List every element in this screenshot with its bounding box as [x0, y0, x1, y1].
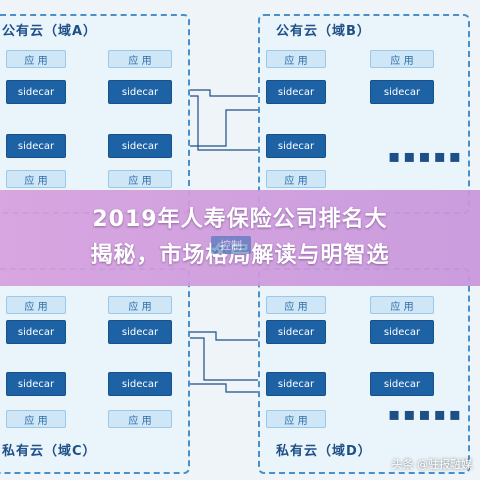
sidecar-node: sidecar: [6, 134, 66, 158]
sidecar-node: sidecar: [108, 320, 172, 344]
zone-c-title: 私有云（域C）: [2, 444, 97, 459]
app-node: 应 用: [108, 296, 172, 314]
app-node: 应 用: [266, 410, 326, 428]
more-nodes-ellipsis: ▪▪▪▪▪: [388, 146, 464, 167]
sidecar-node: sidecar: [370, 372, 434, 396]
sidecar-node: sidecar: [266, 372, 326, 396]
app-node: 应 用: [266, 170, 326, 188]
link: [172, 383, 264, 393]
headline-banner: 2019年人寿保险公司排名大 揭秘，市场格局解读与明智选: [0, 190, 480, 286]
link: [172, 109, 264, 147]
sidecar-node: sidecar: [108, 372, 172, 396]
sidecar-node: sidecar: [370, 320, 434, 344]
sidecar-node: sidecar: [266, 80, 326, 104]
control-plane-node: 控制: [211, 236, 251, 254]
sidecar-node: sidecar: [370, 80, 434, 104]
sidecar-node: sidecar: [6, 80, 66, 104]
sidecar-node: sidecar: [6, 372, 66, 396]
app-node: 应 用: [370, 50, 434, 68]
app-node: 应 用: [6, 410, 66, 428]
app-node: 应 用: [6, 170, 66, 188]
zone-b-title: 公有云（域B）: [276, 24, 371, 39]
app-node: 应 用: [108, 410, 172, 428]
link: [172, 89, 264, 97]
link: [172, 331, 264, 341]
sidecar-node: sidecar: [6, 320, 66, 344]
app-node: 应 用: [108, 50, 172, 68]
zone-d-title: 私有云（域D）: [276, 444, 372, 459]
zone-a-title: 公有云（域A）: [2, 24, 98, 39]
sidecar-node: sidecar: [266, 320, 326, 344]
more-nodes-ellipsis: ▪▪▪▪▪: [388, 404, 464, 425]
app-node: 应 用: [6, 296, 66, 314]
sidecar-node: sidecar: [108, 80, 172, 104]
app-node: 应 用: [370, 296, 434, 314]
sidecar-node: sidecar: [108, 134, 172, 158]
headline-line-1: 2019年人寿保险公司排名大: [92, 207, 388, 232]
app-node: 应 用: [108, 170, 172, 188]
sidecar-node: sidecar: [266, 134, 326, 158]
source-watermark: 头条 @驻报融媒: [391, 458, 473, 471]
app-node: 应 用: [6, 50, 66, 68]
app-node: 应 用: [266, 296, 326, 314]
app-node: 应 用: [266, 50, 326, 68]
